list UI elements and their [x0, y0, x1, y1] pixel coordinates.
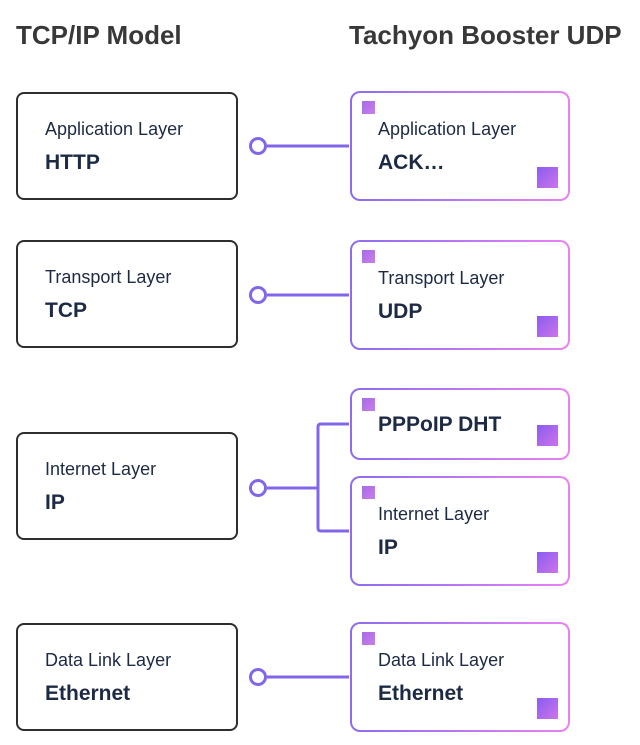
node-label: Data Link Layer — [45, 649, 172, 670]
corner-square-small-icon — [362, 250, 375, 263]
connector-dot-transport — [249, 286, 267, 304]
node-value: Ethernet — [378, 681, 464, 705]
node-http: Application Layer HTTP — [16, 92, 238, 200]
corner-square-small-icon — [362, 101, 375, 114]
connector-dot-application — [249, 137, 267, 155]
corner-square-large-icon — [537, 167, 558, 188]
node-value: IP — [378, 535, 398, 559]
node-value: PPPoIP DHT — [378, 412, 502, 436]
node-label: Application Layer — [45, 118, 184, 139]
heading-tcpip-model: TCP/IP Model — [16, 20, 182, 50]
node-value: TCP — [45, 298, 87, 322]
corner-square-large-icon — [537, 552, 558, 573]
node-label: Data Link Layer — [378, 649, 505, 670]
heading-tachyon-booster-udp: Tachyon Booster UDP — [349, 20, 622, 50]
corner-square-large-icon — [537, 316, 558, 337]
node-label: Application Layer — [378, 118, 517, 139]
node-label: Transport Layer — [45, 266, 172, 287]
corner-square-large-icon — [537, 698, 558, 719]
node-label: Internet Layer — [378, 503, 490, 524]
node-ack: Application Layer ACK… — [350, 91, 570, 201]
node-ethernet: Data Link Layer Ethernet — [16, 623, 238, 731]
node-ethernet-right: Data Link Layer Ethernet — [350, 622, 570, 732]
corner-square-large-icon — [537, 425, 558, 446]
node-value: HTTP — [45, 150, 100, 174]
connector-dot-datalink — [249, 668, 267, 686]
node-value: UDP — [378, 299, 423, 323]
node-value: ACK… — [378, 150, 445, 174]
node-value: IP — [45, 490, 65, 514]
node-tcp: Transport Layer TCP — [16, 240, 238, 348]
node-value: Ethernet — [45, 681, 131, 705]
corner-square-small-icon — [362, 398, 375, 411]
corner-square-small-icon — [362, 632, 375, 645]
node-label: Transport Layer — [378, 267, 505, 288]
connector-internet-branch — [316, 422, 349, 533]
corner-square-small-icon — [362, 486, 375, 499]
connector-dot-internet — [249, 479, 267, 497]
node-ip: Internet Layer IP — [16, 432, 238, 540]
node-label: Internet Layer — [45, 458, 157, 479]
node-pppoip-dht: PPPoIP DHT — [350, 388, 570, 460]
node-ip-right: Internet Layer IP — [350, 476, 570, 586]
node-udp: Transport Layer UDP — [350, 240, 570, 350]
